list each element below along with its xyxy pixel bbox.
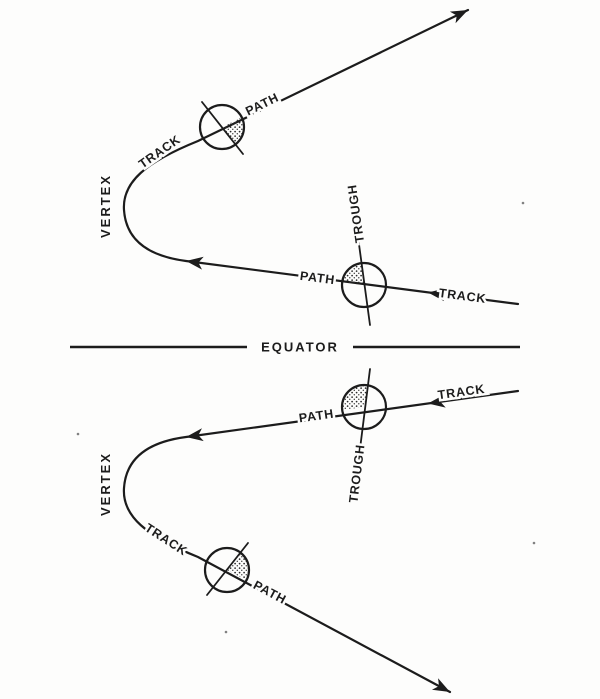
south-arrowhead-exit [431,678,450,692]
print-speck [532,541,536,545]
south-path-east-label: PATH [298,407,335,426]
south-east-storm-symbol [340,383,388,431]
north-arrowhead-exit [449,10,468,24]
north-storm-track-path [122,8,520,306]
north-east-storm-symbol [340,261,388,309]
north-west-storm-shaded-sector [222,117,245,145]
north-east-storm-shaded-sector [342,263,364,285]
south-arrowhead-east [428,394,446,408]
north-west-storm-cross-line [201,101,244,155]
north-arrowhead-mid [186,256,204,270]
south-track-west-label: TRACK [142,521,190,559]
print-specks [76,201,536,634]
equator: EQUATOR [70,337,520,357]
print-speck [521,201,525,205]
north-vertex-label: VERTEX [98,174,113,238]
south-vertex-label: VERTEX [98,452,113,516]
northern-hemisphere: TRACK PATH TROUGH VERTEX TRACK PATH [96,8,520,326]
north-track-east-label: TRACK [438,286,487,306]
south-trough-label: TROUGH [346,443,367,503]
north-trough-axis-line [357,236,371,326]
print-speck [224,630,228,634]
south-path-west-label: PATH [251,578,289,607]
south-west-storm-cross-line [206,542,249,596]
print-speck [76,432,80,436]
equator-label: EQUATOR [261,340,339,355]
south-trough-axis-line [358,368,371,458]
north-trough-label: TROUGH [345,183,367,243]
south-west-storm-shaded-sector [227,552,250,581]
southern-hemisphere: TRACK PATH TROUGH VERTEX TRACK PATH [96,368,520,694]
north-path-east-label: PATH [299,269,336,287]
south-west-storm-symbol [203,546,251,594]
south-storm-track-path [122,389,520,694]
south-arrowhead-mid [186,428,204,442]
north-arrowhead-east [428,288,446,302]
north-path-west-label: PATH [243,90,281,118]
south-east-storm-shaded-sector [341,385,368,410]
north-west-storm-symbol [198,103,246,151]
